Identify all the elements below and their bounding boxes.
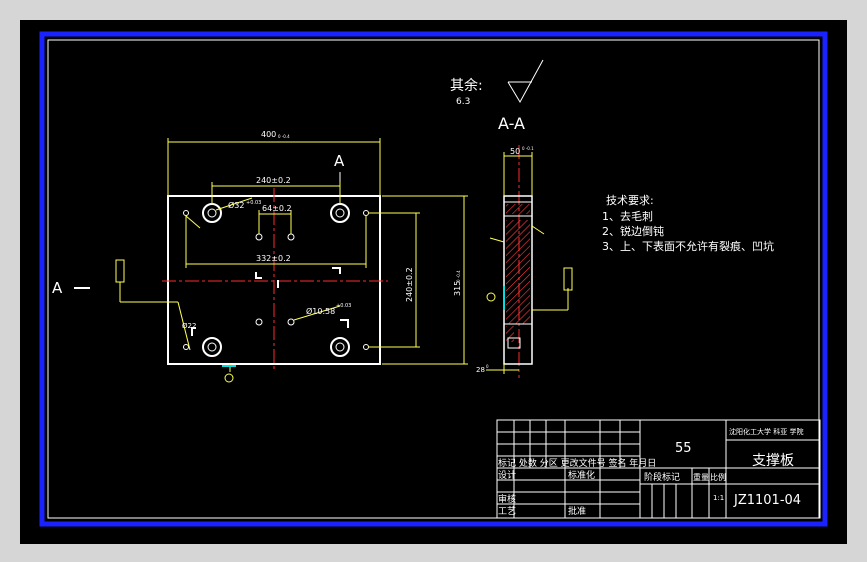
drawing-frame-inner bbox=[47, 39, 820, 519]
title-part-name: 支撑板 bbox=[752, 453, 794, 469]
dimension-lines bbox=[119, 138, 468, 372]
section-label: A-A bbox=[498, 114, 525, 133]
section-outline[interactable] bbox=[503, 195, 533, 365]
tech-notes-title: 技术要求: bbox=[606, 194, 654, 207]
hole-small[interactable] bbox=[255, 233, 263, 241]
roughness-symbol-icon bbox=[507, 59, 544, 104]
corner-marker bbox=[255, 272, 262, 279]
cut-mark-a: A bbox=[334, 152, 345, 170]
corner-marker bbox=[332, 267, 341, 274]
tech-note-item: 2、锐边倒钝 bbox=[602, 224, 664, 238]
hole-small[interactable] bbox=[287, 318, 295, 326]
hole-small[interactable] bbox=[183, 344, 189, 350]
hole-small[interactable] bbox=[255, 318, 263, 326]
hole-small[interactable] bbox=[183, 210, 189, 216]
dim-hole-dia-tol: +0.03 bbox=[246, 200, 261, 206]
title-design: 设计 bbox=[498, 469, 516, 481]
drawing-frame-outer bbox=[39, 31, 828, 527]
dim-thick-28-tol: 0 bbox=[486, 364, 489, 369]
datum-box-right bbox=[563, 267, 573, 291]
dim-width-top-tol: 0 -0.4 bbox=[278, 134, 290, 139]
hole-large[interactable] bbox=[202, 337, 222, 357]
dim-pitch-332: 332±0.2 bbox=[256, 254, 291, 263]
title-weight-label: 重量 bbox=[693, 472, 709, 482]
tech-note-item: 1、去毛刺 bbox=[602, 210, 653, 223]
dim-thick-50: 50 bbox=[510, 147, 520, 156]
corner-marker bbox=[191, 327, 196, 336]
dim-thick-28: 28 bbox=[476, 366, 485, 374]
dim-thick-50-tol: 0 -0.1 bbox=[522, 146, 534, 151]
section-hatch bbox=[506, 220, 530, 324]
datum-mark bbox=[486, 292, 496, 302]
title-header-row: 标记 处数 分区 更改文件号 签名 年月日 bbox=[498, 457, 656, 469]
title-school: 沈阳化工大学 科亚 学院 bbox=[729, 427, 803, 436]
roughness-value: 6.3 bbox=[456, 97, 470, 107]
section-hatch bbox=[506, 326, 514, 342]
dim-hole-10-tol: +0.03 bbox=[336, 303, 351, 309]
section-hatch bbox=[506, 204, 530, 214]
dim-hole-dia: Ø32 bbox=[228, 200, 244, 210]
dim-width-top: 400 bbox=[261, 130, 276, 139]
title-approve: 批准 bbox=[568, 505, 586, 517]
title-quantity: 55 bbox=[675, 441, 692, 456]
datum-mark bbox=[224, 373, 234, 383]
title-stage-label: 阶段标记 bbox=[644, 471, 680, 483]
title-review: 审核 bbox=[498, 493, 516, 505]
hole-small[interactable] bbox=[287, 233, 295, 241]
hole-large[interactable] bbox=[330, 203, 350, 223]
title-scale-value: 1:1 bbox=[713, 494, 724, 502]
dim-pitch-64: 64±0.2 bbox=[262, 204, 292, 213]
dim-pitch-240-right: 240±0.2 bbox=[405, 267, 414, 302]
dim-hole-10: Ø10.58 bbox=[306, 306, 335, 316]
hole-small[interactable] bbox=[363, 344, 369, 350]
hole-large[interactable] bbox=[202, 203, 222, 223]
roughness-label: 其余: bbox=[450, 77, 483, 94]
cut-mark-left: A bbox=[52, 279, 63, 297]
hole-large[interactable] bbox=[330, 337, 350, 357]
dim-height-315-tol: 0 -0.4 bbox=[456, 270, 461, 282]
hole-small[interactable] bbox=[363, 210, 369, 216]
title-block bbox=[496, 419, 821, 519]
drawing-canvas[interactable]: 其余: 6.3 A-A A A bbox=[20, 20, 847, 544]
dim-pitch-240-top: 240±0.2 bbox=[256, 176, 291, 185]
cad-viewport[interactable]: 其余: 6.3 A-A A A bbox=[20, 20, 847, 544]
title-scale-label: 比例 bbox=[710, 472, 726, 482]
section-dimension-lines bbox=[486, 152, 569, 374]
dim-height-315: 315 bbox=[453, 281, 462, 296]
corner-marker bbox=[340, 319, 349, 328]
section-counterbore bbox=[507, 337, 521, 349]
tech-note-item: 3、上、下表面不允许有裂痕、凹坑 bbox=[602, 239, 774, 253]
datum-box-left bbox=[115, 259, 125, 283]
title-standardize: 标准化 bbox=[568, 469, 595, 481]
title-process: 工艺 bbox=[498, 506, 516, 517]
title-drawing-no: JZ1101-04 bbox=[733, 493, 801, 508]
dim-hole-22: Ø22 bbox=[182, 322, 196, 330]
